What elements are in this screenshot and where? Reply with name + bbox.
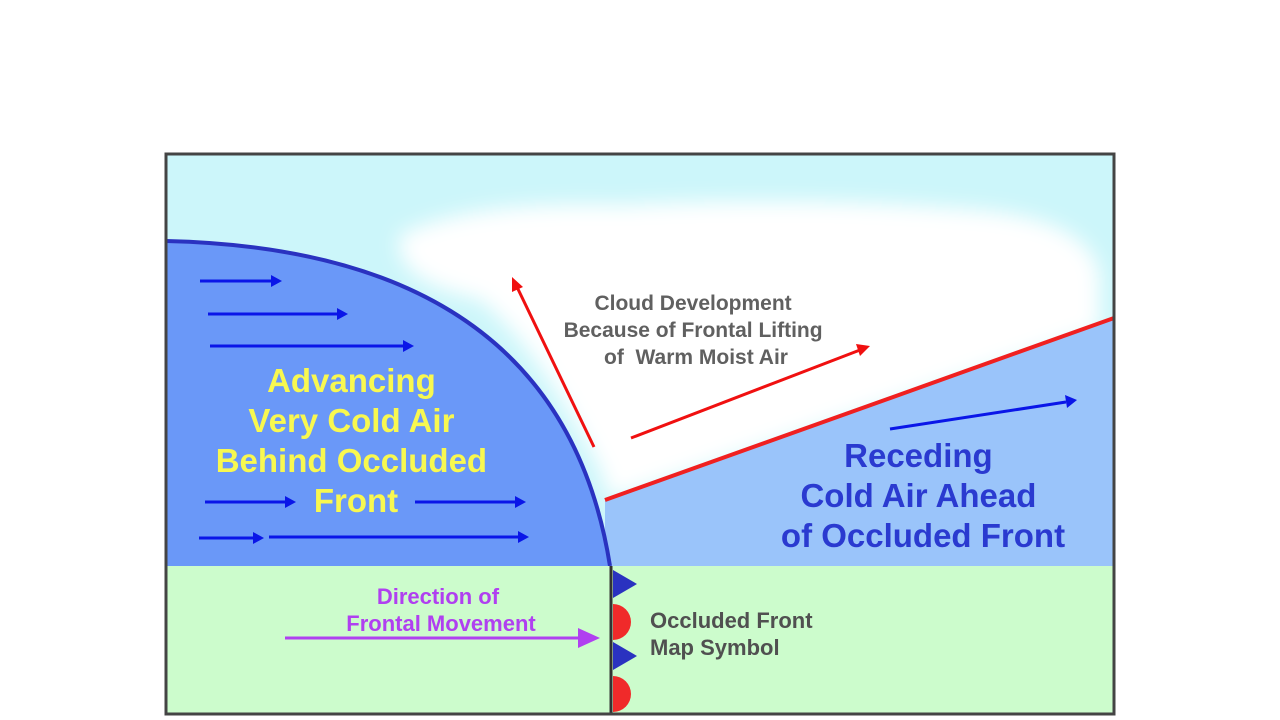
warm-front-semicircle-icon (613, 676, 631, 712)
wind-arrow-head (337, 308, 348, 320)
wind-arrow-head (1065, 395, 1077, 408)
wind-arrow-head (515, 496, 526, 508)
advancing-air-label: Advancing Very Cold Air Behind Occluded … (216, 362, 497, 519)
wind-arrow-head (271, 275, 282, 287)
wind-arrow-head (285, 496, 296, 508)
warm-front-line (604, 316, 1114, 502)
ground-map (166, 566, 1114, 714)
cold-front-triangle-icon (613, 642, 637, 670)
wind-arrows-advancing (199, 275, 529, 544)
lift-arrow-right (630, 348, 861, 440)
wind-arrow-head (518, 531, 529, 543)
lift-arrow-head (856, 344, 870, 356)
occluded-front-boundary (166, 239, 612, 567)
frontal-movement-label: Direction of Frontal Movement (346, 584, 536, 636)
lift-arrows (512, 277, 870, 448)
cloud-area (399, 201, 1100, 500)
diagram-frame (164, 152, 1116, 716)
wind-arrows-receding (889, 395, 1077, 431)
warm-front-semicircle-icon (613, 604, 631, 640)
lift-arrow-head (512, 277, 523, 292)
receding-cold-air (605, 317, 1114, 566)
movement-arrow (285, 628, 600, 648)
wind-arrow (889, 400, 1067, 431)
occluded-front-symbol (613, 570, 637, 712)
advancing-cold-air (166, 241, 610, 566)
cloud-development-label: Cloud Development Because of Frontal Lif… (564, 292, 829, 369)
receding-air-label: Receding Cold Air Ahead of Occluded Fron… (781, 437, 1065, 554)
cold-front-triangle-icon (613, 570, 637, 598)
map-symbol-label: Occluded Front Map Symbol (650, 608, 819, 660)
wind-arrow-head (253, 532, 264, 544)
lift-arrow-up (515, 286, 596, 448)
wind-arrow-head (403, 340, 414, 352)
